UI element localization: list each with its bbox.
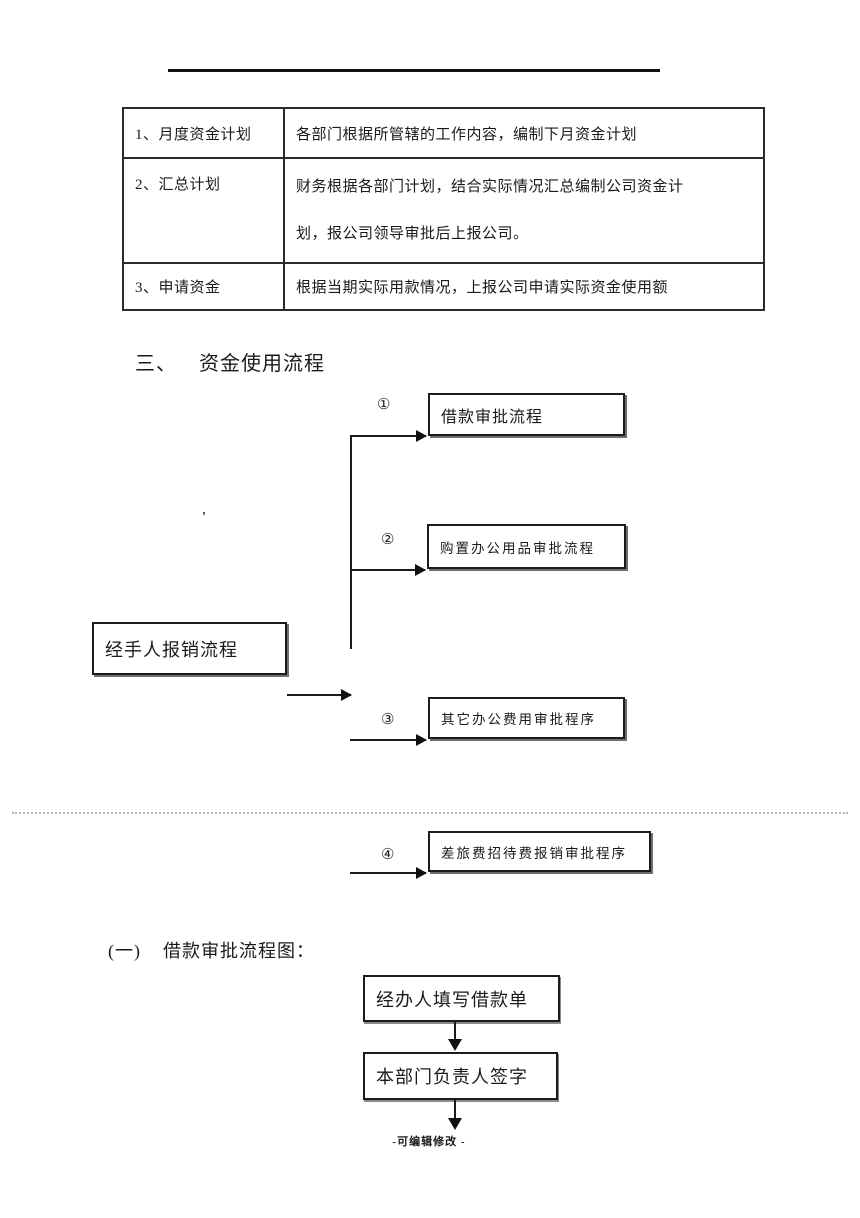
table-row: 3、申请资金 根据当期实际用款情况，上报公司申请实际资金使用额: [122, 262, 765, 311]
branch-3-box: 其它办公费用审批程序: [428, 697, 625, 739]
fund-plan-table: 1、月度资金计划 各部门根据所管辖的工作内容，编制下月资金计划 2、汇总计划 财…: [122, 107, 765, 311]
footer-note: -可编辑修改 -: [392, 1136, 466, 1148]
table-cell-label: 1、月度资金计划: [122, 107, 285, 159]
subsection-heading: (一) 借款审批流程图：: [108, 937, 315, 963]
source-arrow: [287, 689, 352, 701]
section-title: 资金使用流程: [199, 353, 325, 375]
loan-step-1-label: 经办人填写借款单: [376, 989, 528, 1010]
table-cell-content: 根据当期实际用款情况，上报公司申请实际资金使用额: [283, 262, 765, 311]
branch-1-box: 借款审批流程: [428, 393, 625, 436]
table-row: 1、月度资金计划 各部门根据所管辖的工作内容，编制下月资金计划: [122, 107, 765, 159]
loan-step-1-box: 经办人填写借款单: [363, 975, 560, 1022]
branch-1-arrow: [350, 430, 427, 442]
branch-4-label: 差旅费招待费报销审批程序: [441, 845, 627, 861]
branch-3-badge: ③: [381, 712, 395, 728]
top-rule: [168, 69, 660, 72]
branch-4-arrow: [350, 867, 427, 879]
stray-mark: ': [202, 510, 206, 525]
branch-2-badge: ②: [381, 532, 395, 548]
branch-2-label: 购置办公用品审批流程: [440, 540, 595, 556]
table-cell-content: 财务根据各部门计划，结合实际情况汇总编制公司资金计 划，报公司领导审批后上报公司…: [283, 157, 765, 264]
table-row: 2、汇总计划 财务根据各部门计划，结合实际情况汇总编制公司资金计 划，报公司领导…: [122, 157, 765, 264]
section-number: 三、: [135, 353, 177, 375]
branch-1-label: 借款审批流程: [441, 408, 544, 426]
loan-arrow-2: [448, 1100, 462, 1130]
table-cell-content: 各部门根据所管辖的工作内容，编制下月资金计划: [283, 107, 765, 159]
branch-1-badge: ①: [377, 397, 391, 413]
subsection-title: 借款审批流程图：: [163, 941, 315, 961]
loan-step-2-label: 本部门负责人签字: [376, 1067, 528, 1087]
trunk-line: [350, 436, 352, 649]
loan-step-2-box: 本部门负责人签字: [363, 1052, 558, 1100]
table-cell-line: 财务根据各部门计划，结合实际情况汇总编制公司资金计: [296, 178, 684, 195]
loan-arrow-1: [448, 1022, 462, 1051]
branch-2-box: 购置办公用品审批流程: [427, 524, 626, 569]
table-cell-label: 2、汇总计划: [122, 157, 285, 264]
page-break-dotted-line: [12, 812, 848, 814]
branch-3-label: 其它办公费用审批程序: [441, 712, 596, 727]
branch-3-arrow: [350, 734, 427, 746]
source-box: 经手人报销流程: [92, 622, 287, 675]
branch-4-box: 差旅费招待费报销审批程序: [428, 831, 651, 872]
source-label: 经手人报销流程: [105, 639, 238, 660]
table-cell-line: 划，报公司领导审批后上报公司。: [296, 225, 529, 242]
section-heading: 三、资金使用流程: [135, 347, 325, 376]
branch-2-arrow: [350, 564, 426, 576]
subsection-number: (一): [108, 941, 141, 961]
branch-4-badge: ④: [381, 847, 395, 863]
table-cell-label: 3、申请资金: [122, 262, 285, 311]
